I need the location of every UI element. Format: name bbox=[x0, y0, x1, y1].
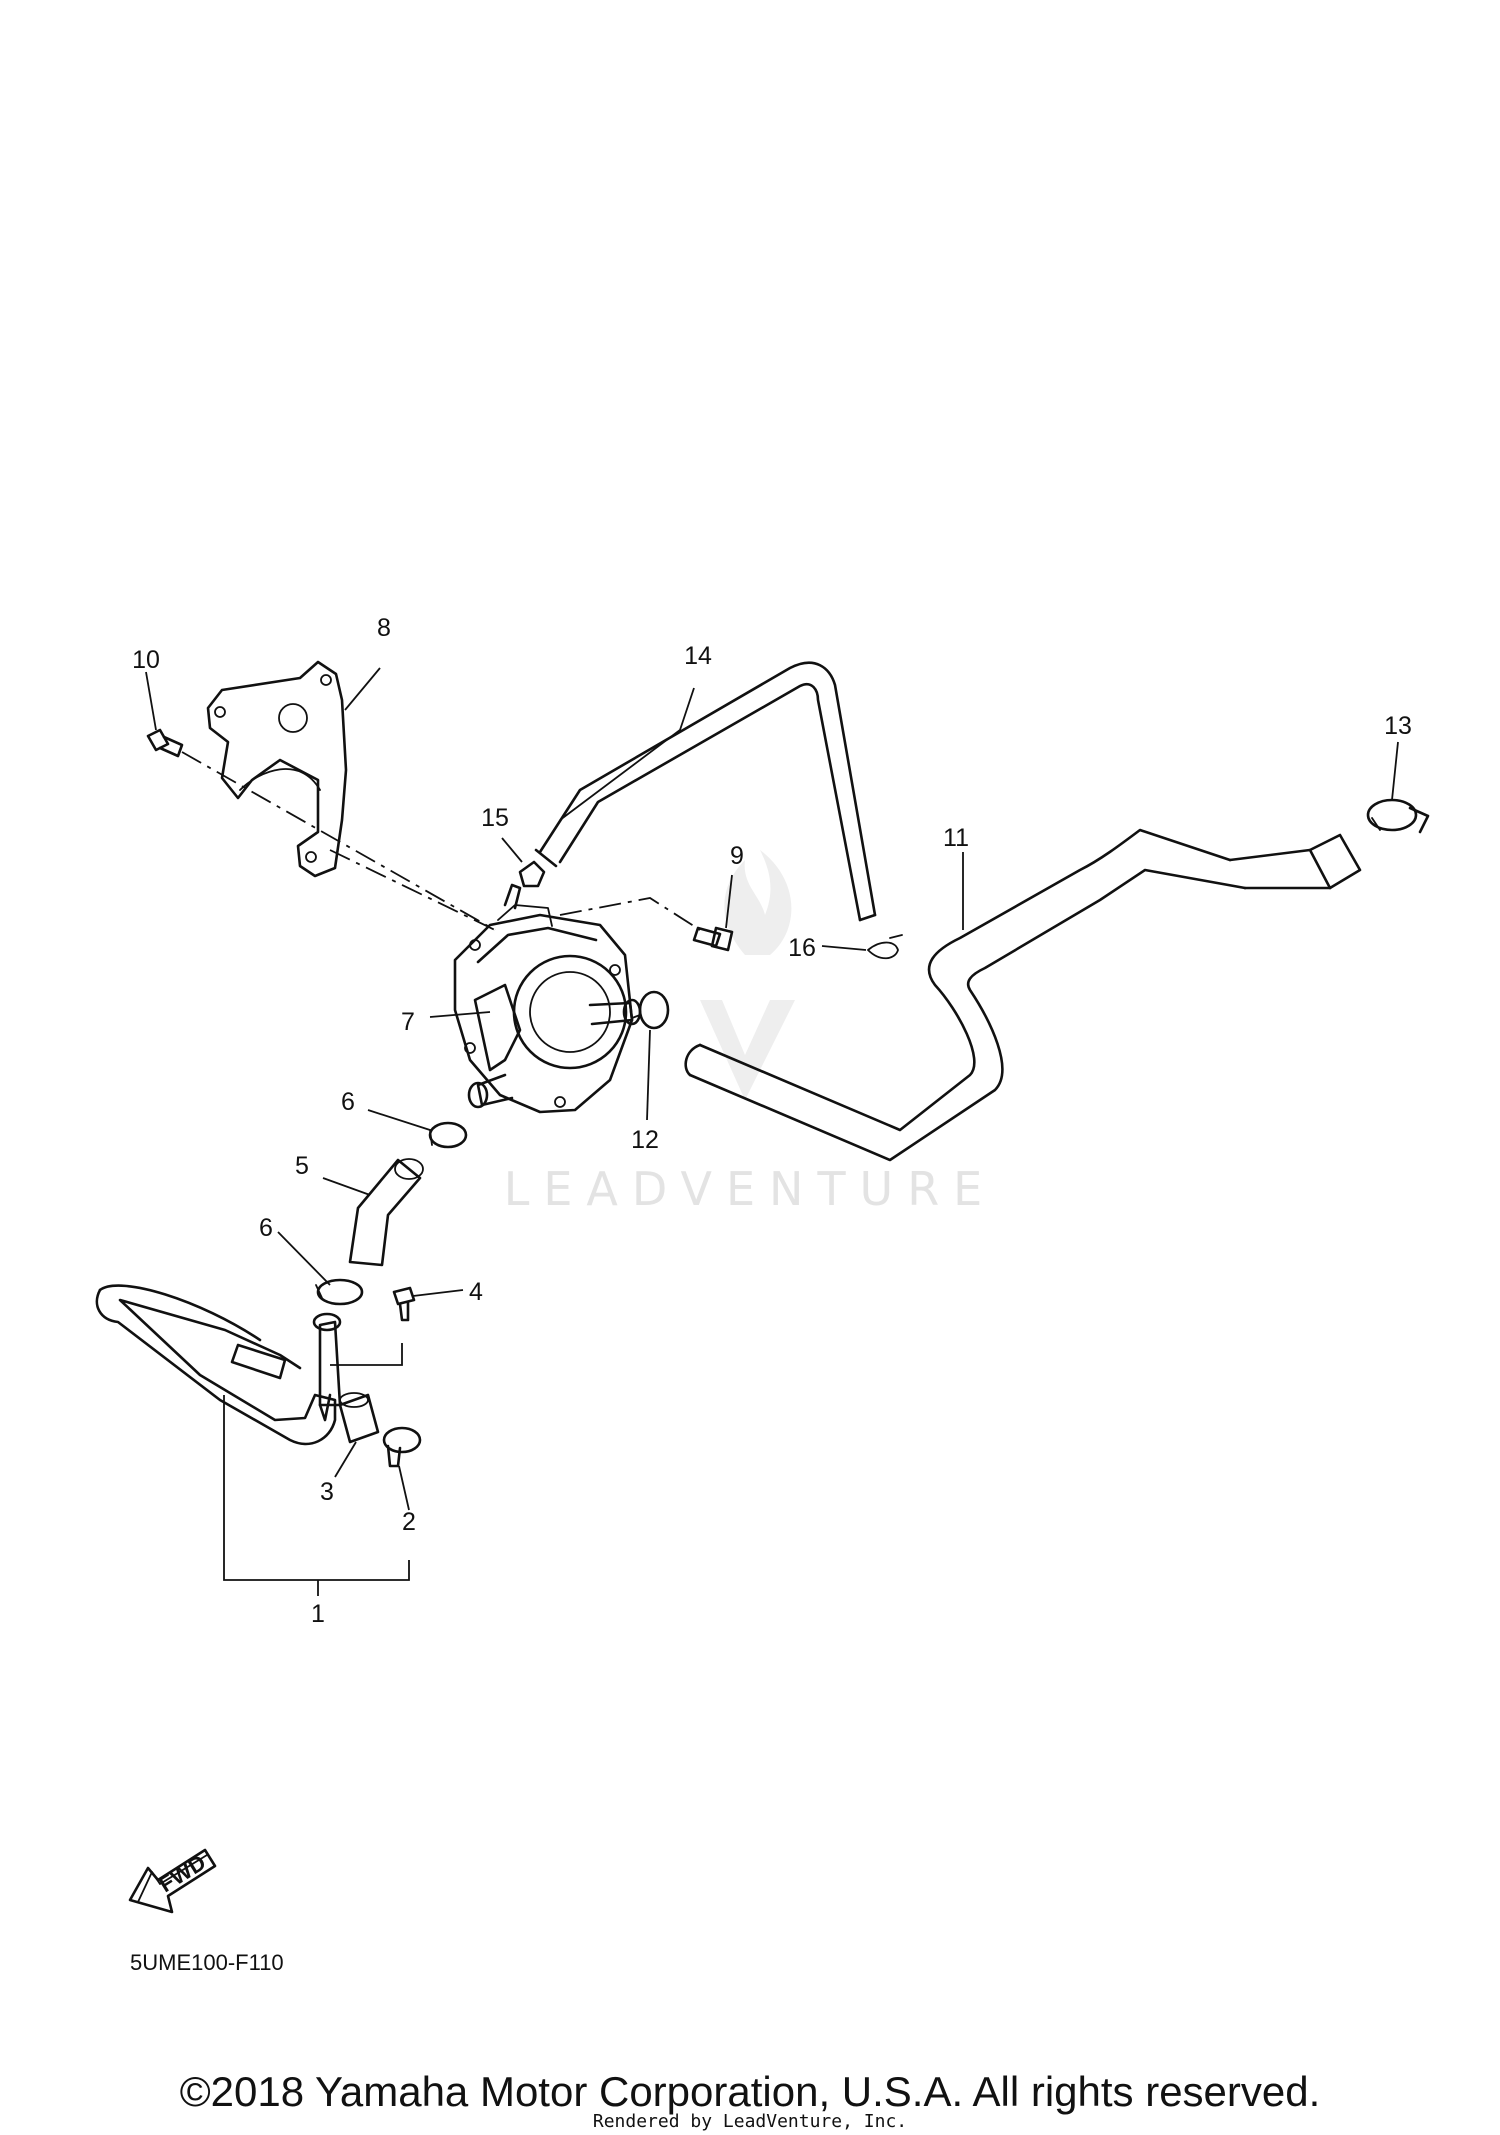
callout-3: 3 bbox=[320, 1478, 334, 1506]
callout-4: 4 bbox=[469, 1278, 483, 1306]
part-14-hose bbox=[534, 661, 877, 922]
callout-1: 1 bbox=[311, 1600, 325, 1628]
watermark-text: LEADVENTURE bbox=[504, 1162, 997, 1216]
part-2-clamp bbox=[382, 1426, 422, 1468]
part-13-clamp bbox=[1366, 798, 1430, 834]
part-15-cap bbox=[518, 860, 546, 888]
callout-13: 13 bbox=[1384, 712, 1412, 740]
part-16-clip bbox=[867, 934, 903, 960]
callout-2: 2 bbox=[402, 1508, 416, 1536]
part-8-bracket bbox=[206, 660, 348, 878]
part-5-hose bbox=[348, 1158, 424, 1267]
part-10-bolt bbox=[146, 728, 184, 758]
diagram-code: 5UME100-F110 bbox=[130, 1950, 284, 1975]
part-7-air-valve bbox=[453, 883, 642, 1114]
callout-8: 8 bbox=[377, 614, 391, 642]
part-4-bolt bbox=[392, 1286, 416, 1322]
centerline-bolt-10 bbox=[181, 751, 496, 931]
callout-14: 14 bbox=[684, 642, 712, 670]
part-3-sleeve bbox=[338, 1392, 380, 1444]
part-6-clamp-upper bbox=[428, 1121, 468, 1149]
part-11-hose bbox=[684, 828, 1362, 1162]
rendered-by-note: Rendered by LeadVenture, Inc. bbox=[592, 2111, 908, 2132]
callout-labels: 1 2 3 4 5 6 6 7 8 9 10 11 12 13 14 15 16 bbox=[132, 614, 1412, 1628]
part-9-bolt bbox=[692, 926, 734, 952]
centerline-bolt-9 bbox=[559, 897, 701, 931]
callout-6-lower: 6 bbox=[259, 1214, 273, 1242]
part-12-gasket bbox=[631, 990, 670, 1030]
callout-10: 10 bbox=[132, 646, 160, 674]
callout-12: 12 bbox=[631, 1126, 659, 1154]
callout-9: 9 bbox=[730, 842, 744, 870]
copyright-notice: ©2018 Yamaha Motor Corporation, U.S.A. A… bbox=[179, 2068, 1321, 2115]
part-1-pipe-assembly bbox=[95, 1284, 342, 1446]
centerline-bracket bbox=[329, 849, 496, 931]
callout-5: 5 bbox=[295, 1152, 309, 1180]
watermark: LEADVENTURE bbox=[504, 850, 997, 1216]
callout-11: 11 bbox=[943, 824, 969, 852]
callout-15: 15 bbox=[481, 804, 509, 832]
fwd-arrow-icon: FWD bbox=[128, 1848, 217, 1914]
callout-16: 16 bbox=[788, 934, 816, 962]
leader-lines bbox=[145, 667, 1399, 1596]
callout-6-upper: 6 bbox=[341, 1088, 355, 1116]
part-6-clamp-lower bbox=[315, 1278, 364, 1306]
leader-part-4 bbox=[330, 1343, 403, 1366]
fwd-label: FWD bbox=[154, 1849, 210, 1897]
callout-7: 7 bbox=[401, 1008, 415, 1036]
